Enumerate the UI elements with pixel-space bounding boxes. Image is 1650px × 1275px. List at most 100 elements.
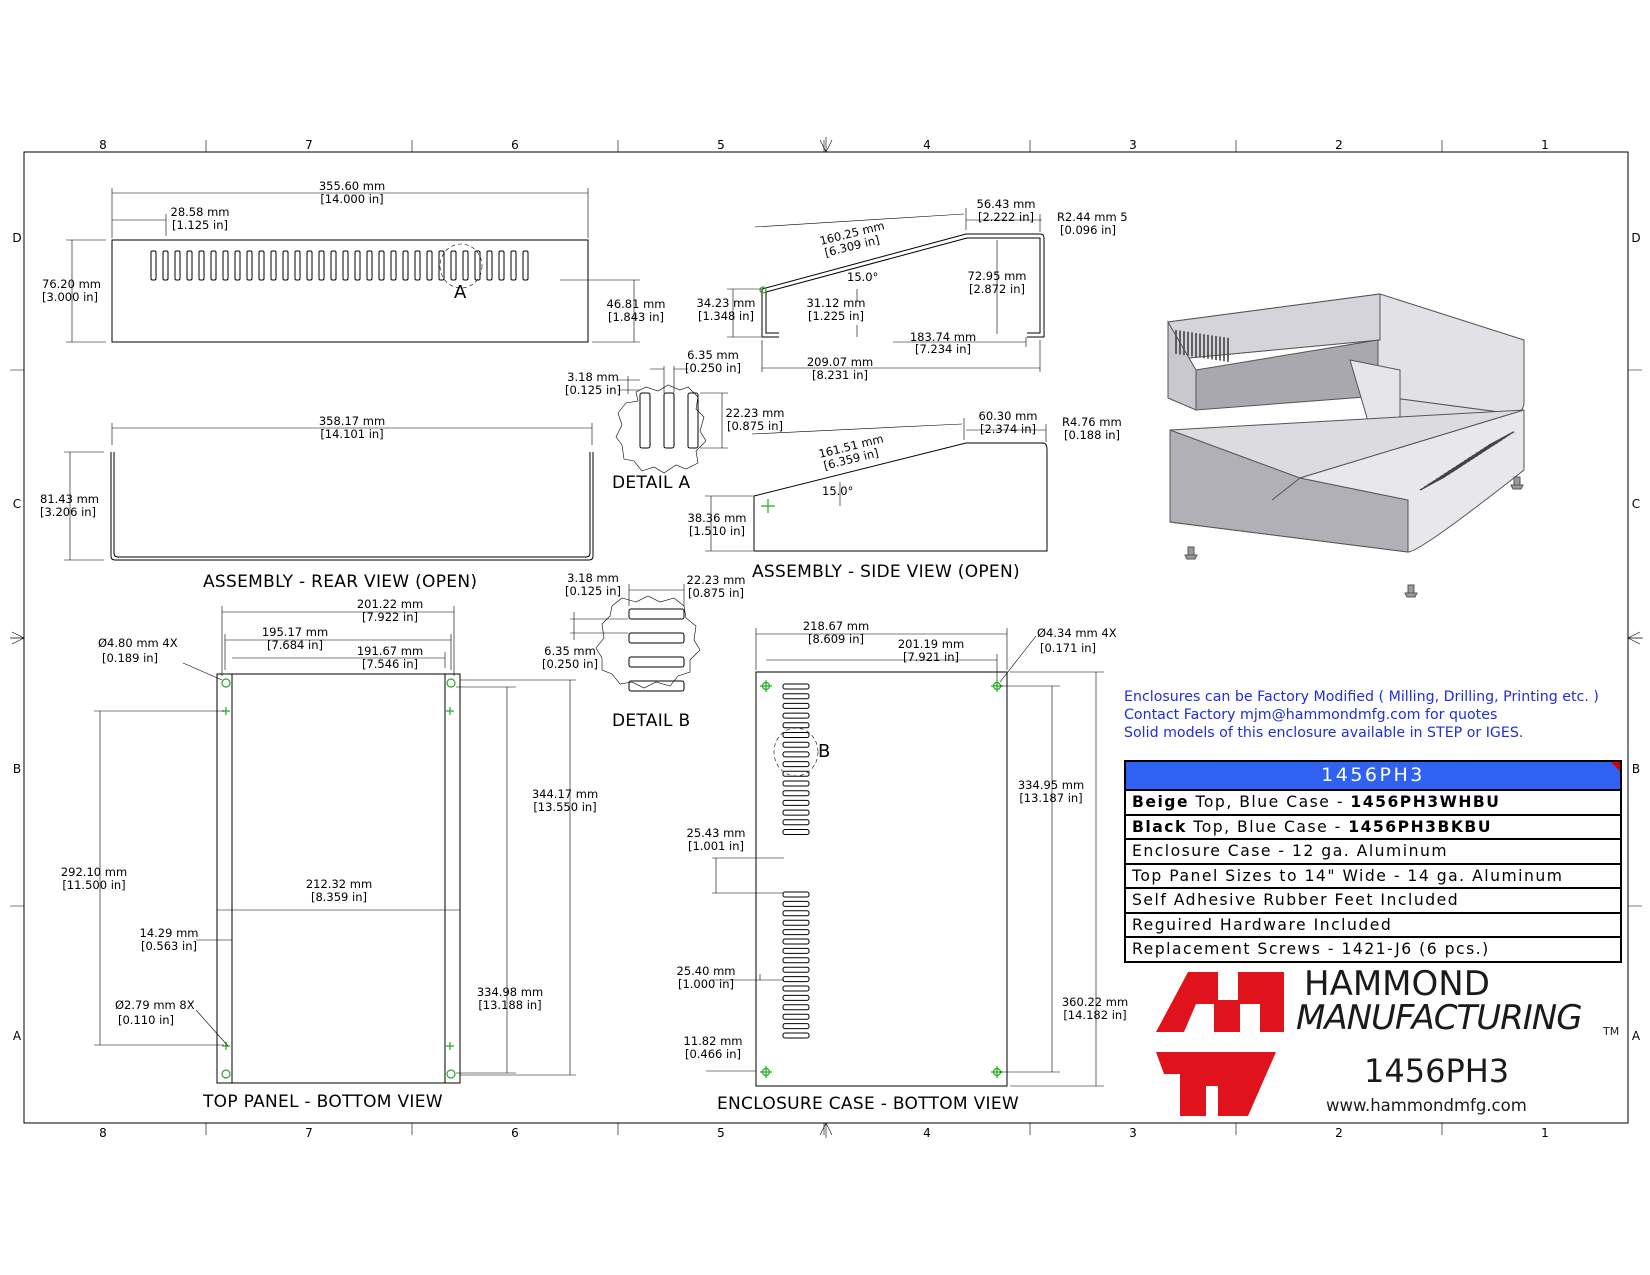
- dim-text: [0.466 in]: [685, 1047, 741, 1061]
- dim-text: [1.348 in]: [698, 309, 754, 323]
- spec-row-text: Top, Blue Case -: [1186, 817, 1349, 836]
- centering-marks: [10, 137, 1643, 1138]
- detail-a-label: DETAIL A: [612, 473, 691, 493]
- dim-text: R2.44 mm 5: [1057, 210, 1128, 224]
- dim-text: [14.000 in]: [320, 192, 383, 206]
- website-link[interactable]: www.hammondmfg.com: [1326, 1096, 1527, 1115]
- vent-slot: [306, 250, 313, 281]
- enclosure-case-label: ENCLOSURE CASE - BOTTOM VIEW: [717, 1094, 1019, 1114]
- dim-text: 11.82 mm: [684, 1034, 743, 1048]
- note-line: Contact Factory mjm@hammondmfg.com for q…: [1124, 707, 1498, 724]
- dim-text: [2.374 in]: [980, 422, 1036, 436]
- vent-slot: [522, 250, 529, 281]
- spec-row: Top Panel Sizes to 14" Wide - 14 ga. Alu…: [1126, 865, 1620, 889]
- vent-slot: [426, 250, 433, 281]
- dim-text: [1.225 in]: [808, 309, 864, 323]
- zone-row-label: A: [1632, 1029, 1641, 1043]
- zone-column-label: 6: [511, 1126, 519, 1140]
- vent-slot: [782, 1023, 810, 1030]
- dim-text: [7.921 in]: [903, 650, 959, 664]
- spec-row-color: Beige: [1132, 793, 1190, 811]
- zone-column-label: 4: [923, 138, 931, 152]
- vent-slot: [782, 1013, 810, 1020]
- spec-table: 1456PH3 Beige Top, Blue Case - 1456PH3WH…: [1124, 760, 1622, 963]
- vent-slot: [186, 250, 193, 281]
- dim-text: 209.07 mm: [807, 355, 873, 369]
- zone-row-label: D: [1631, 231, 1640, 245]
- dim-text: 76.20 mm: [42, 277, 101, 291]
- zone-column-label: 1: [1541, 1126, 1549, 1140]
- spec-row-text: Enclosure Case - 12 ga. Aluminum: [1132, 842, 1449, 860]
- dim-text: 201.19 mm: [898, 637, 964, 651]
- spec-row: Beige Top, Blue Case - 1456PH3WHBU: [1126, 791, 1620, 816]
- dim-text: 56.43 mm: [977, 197, 1036, 211]
- dim-text: [8.359 in]: [311, 890, 367, 904]
- dim-text: 38.36 mm: [688, 511, 747, 525]
- trademark-mark: TM: [1603, 1025, 1620, 1038]
- dim-text: [0.250 in]: [542, 657, 598, 671]
- dim-text: 3.18 mm: [567, 370, 619, 384]
- zone-column-label: 2: [1335, 138, 1343, 152]
- dim-text: [8.609 in]: [808, 632, 864, 646]
- dim-text: 183.74 mm: [910, 330, 976, 344]
- dim-text: [0.171 in]: [1040, 641, 1096, 655]
- vent-slot: [782, 819, 810, 826]
- part-number: 1456PH3: [1364, 1052, 1510, 1090]
- zone-column-label: 8: [99, 138, 107, 152]
- detail-a: 6.35 mm [0.250 in] 3.18 mm [0.125 in] 22…: [565, 348, 785, 493]
- dim-text: [0.250 in]: [685, 361, 741, 375]
- vent-slot: [782, 900, 810, 907]
- vent-slot: [782, 741, 810, 748]
- detail-a-callout: A: [454, 282, 467, 303]
- vent-slot: [198, 250, 205, 281]
- dim-text: 15.0°: [822, 484, 853, 498]
- dim-text: [3.000 in]: [42, 290, 98, 304]
- vent-slot: [342, 250, 349, 281]
- dim-text: [13.550 in]: [533, 800, 596, 814]
- zone-row-label: A: [13, 1029, 22, 1043]
- dim-text: [0.875 in]: [688, 586, 744, 600]
- enclosure-case-bottom-view: B 218.67 mm [8.609 in] 201.19 mm [7.921 …: [677, 619, 1129, 1114]
- vent-slot: [782, 809, 810, 816]
- spec-row-text: Replacement Screws - 1421-J6 (6 pcs.): [1132, 940, 1490, 958]
- vent-slot: [402, 250, 409, 281]
- zone-column-label: 7: [305, 138, 313, 152]
- vent-slot: [486, 250, 493, 281]
- dim-text: Ø2.79 mm 8X: [115, 998, 195, 1012]
- rear-view-label: ASSEMBLY - REAR VIEW (OPEN): [203, 572, 477, 592]
- vent-slot: [782, 966, 810, 973]
- vent-slot: [782, 732, 810, 738]
- dim-text: 212.32 mm: [306, 877, 372, 891]
- dim-text: 15.0°: [847, 270, 878, 284]
- vent-slots: [150, 250, 529, 281]
- spec-row: Self Adhesive Rubber Feet Included: [1126, 889, 1620, 914]
- vent-slot: [414, 250, 421, 281]
- dim-text: 355.60 mm: [319, 179, 385, 193]
- dim-text: [2.222 in]: [978, 210, 1034, 224]
- detail-b: 3.18 mm [0.125 in] 22.23 mm [0.875 in] 6…: [542, 571, 746, 731]
- dim-text: 22.23 mm: [687, 573, 746, 587]
- dim-text: Ø4.80 mm 4X: [98, 636, 178, 650]
- dim-text: [8.231 in]: [812, 368, 868, 382]
- dim-text: 22.23 mm: [726, 406, 785, 420]
- zone-column-label: 8: [99, 1126, 107, 1140]
- dim-text: 6.35 mm: [687, 348, 739, 362]
- spec-row-text: Top, Blue Case -: [1189, 793, 1351, 811]
- dim-text: 344.17 mm: [532, 787, 598, 801]
- dim-text: [2.872 in]: [969, 282, 1025, 296]
- dim-text: 191.67 mm: [357, 644, 423, 658]
- vent-slot: [462, 250, 469, 281]
- spec-table-title: 1456PH3: [1126, 762, 1620, 791]
- vent-slot: [782, 938, 810, 945]
- dim-text: 334.95 mm: [1018, 778, 1084, 792]
- dim-text: 81.43 mm: [40, 492, 99, 506]
- spec-row-text: Reguired Hardware Included: [1132, 915, 1393, 934]
- dim-text: [13.187 in]: [1019, 791, 1082, 805]
- dim-text: [14.101 in]: [320, 427, 383, 441]
- dim-text: [1.000 in]: [678, 977, 734, 991]
- vent-slot: [782, 790, 810, 797]
- vent-slot: [510, 250, 517, 281]
- vent-slot: [318, 250, 325, 281]
- dim-text: 34.23 mm: [697, 296, 756, 310]
- vent-slot: [294, 250, 301, 281]
